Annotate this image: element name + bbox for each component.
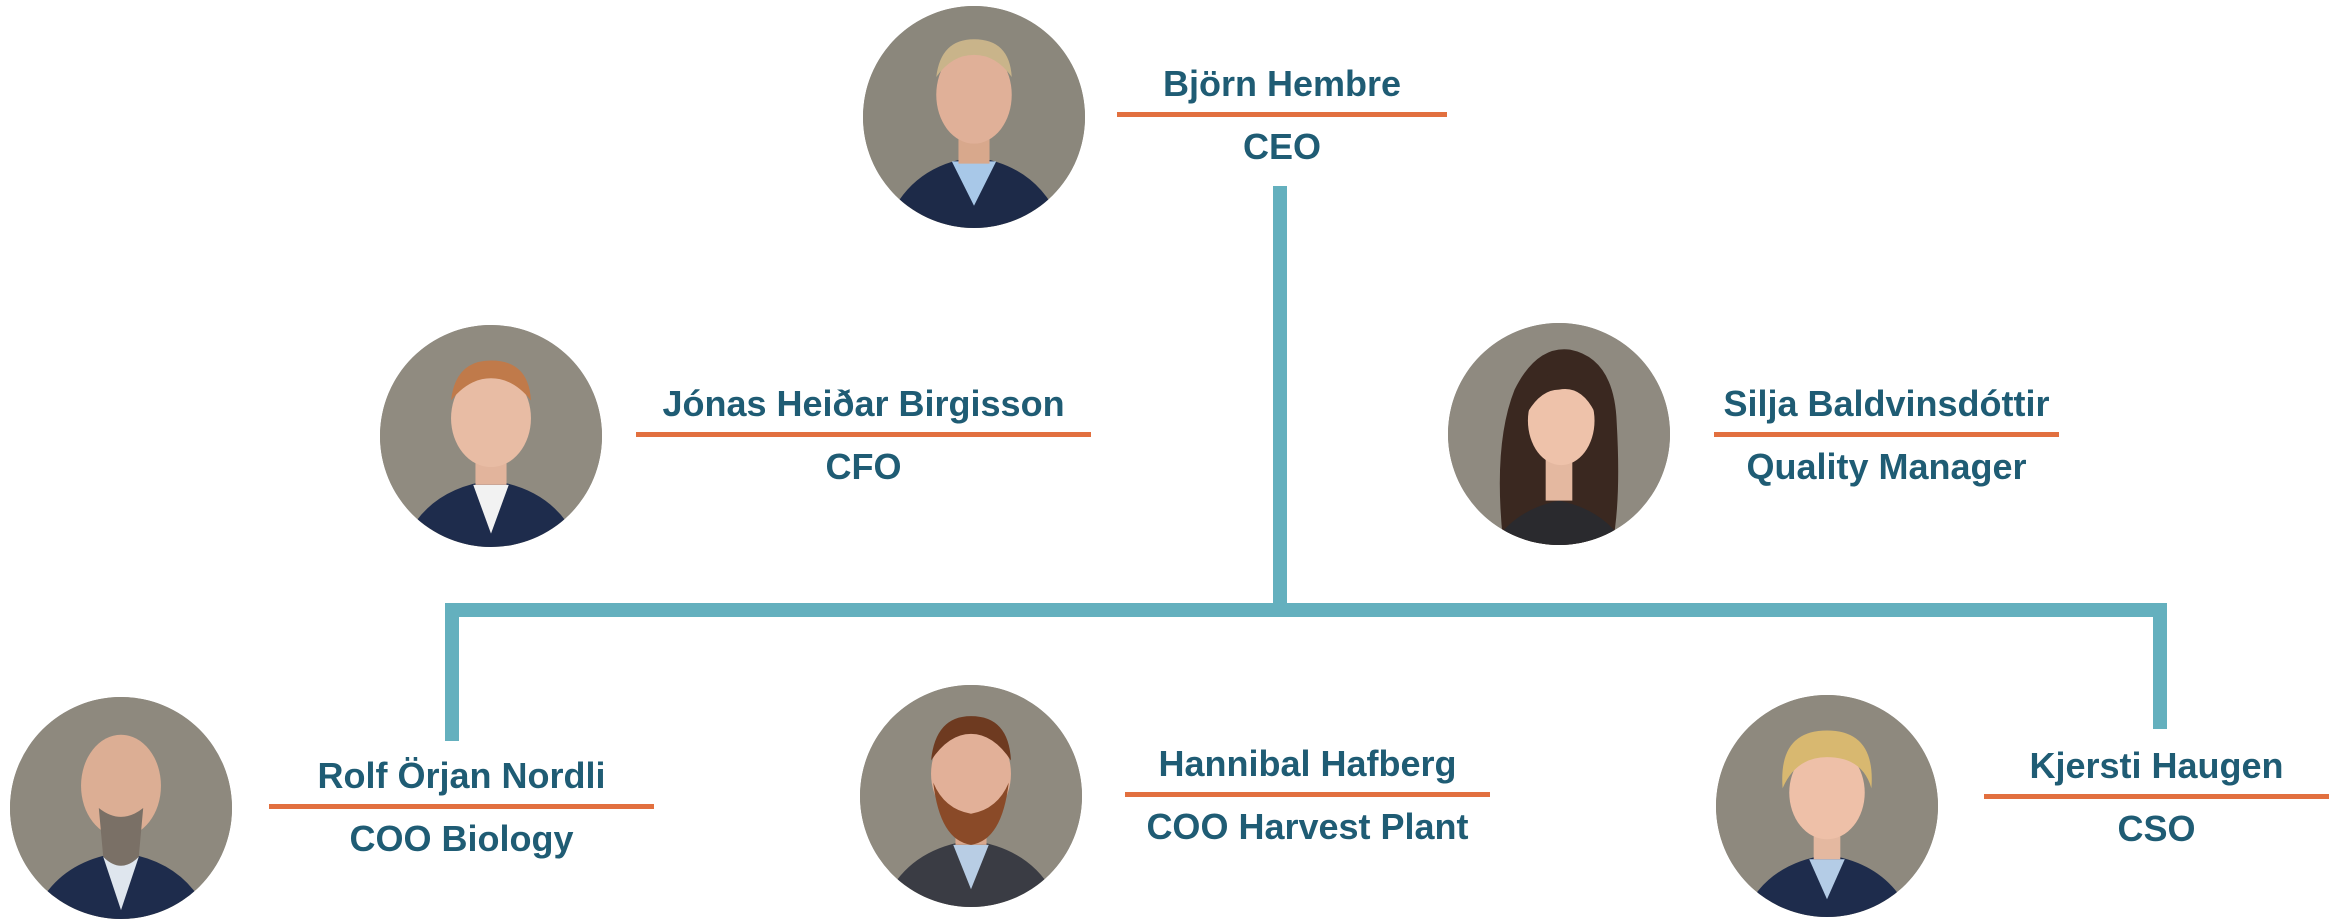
coo-biology-avatar <box>10 697 232 919</box>
cso-rule <box>1984 794 2329 799</box>
quality-manager-rule <box>1714 432 2059 437</box>
cfo-label: Jónas Heiðar Birgisson CFO <box>636 382 1091 489</box>
ceo-title: CEO <box>1242 126 1321 167</box>
connector-ceo-vertical <box>1273 186 1287 610</box>
ceo-rule <box>1117 112 1447 117</box>
cfo-title: CFO <box>825 446 902 487</box>
cfo-rule <box>636 432 1091 437</box>
ceo-avatar <box>863 6 1085 228</box>
coo-biology-label: Rolf Örjan Nordli COO Biology <box>269 754 654 861</box>
ceo-name: Björn Hembre <box>1162 63 1402 104</box>
coo-harvest-avatar <box>860 685 1082 907</box>
cso-title: CSO <box>2117 808 2196 849</box>
quality-manager-title: Quality Manager <box>1746 446 2027 487</box>
quality-manager-avatar <box>1448 323 1670 545</box>
quality-manager-name: Silja Baldvinsdóttir <box>1723 383 2050 424</box>
ceo-label: Björn Hembre CEO <box>1117 62 1447 169</box>
connector-horizontal <box>445 603 2167 617</box>
cso-label: Kjersti Haugen CSO <box>1984 744 2329 851</box>
connector-coo-biology-drop <box>445 603 459 741</box>
coo-harvest-label: Hannibal Hafberg COO Harvest Plant <box>1125 742 1490 849</box>
coo-harvest-rule <box>1125 792 1490 797</box>
cso-name: Kjersti Haugen <box>2029 745 2284 786</box>
connector-cso-drop <box>2153 603 2167 729</box>
cfo-avatar <box>380 325 602 547</box>
coo-biology-name: Rolf Örjan Nordli <box>317 755 606 796</box>
cfo-name: Jónas Heiðar Birgisson <box>662 383 1065 424</box>
quality-manager-label: Silja Baldvinsdóttir Quality Manager <box>1714 382 2059 489</box>
coo-biology-rule <box>269 804 654 809</box>
coo-harvest-name: Hannibal Hafberg <box>1158 743 1457 784</box>
cso-avatar <box>1716 695 1938 917</box>
coo-biology-title: COO Biology <box>349 818 574 859</box>
coo-harvest-title: COO Harvest Plant <box>1146 806 1469 847</box>
